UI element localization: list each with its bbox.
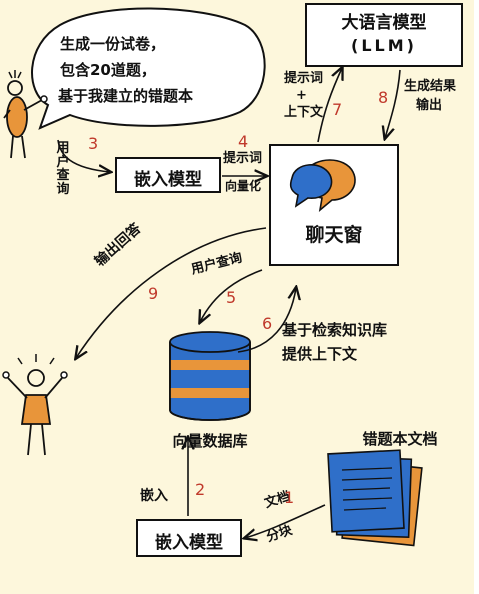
- arrow-step-5: [200, 269, 263, 322]
- document-stack: [327, 449, 423, 547]
- step-number-6: 6: [262, 314, 273, 333]
- label-prompt-plus-1: 提示词: [284, 71, 324, 86]
- llm-box: [305, 3, 463, 67]
- label-vectorize: 向量化: [225, 179, 262, 193]
- step-number-9: 9: [148, 284, 159, 303]
- step-number-7: 7: [332, 100, 343, 119]
- speech-bubble: [31, 7, 266, 130]
- vector-db-label: 向量数据库: [172, 432, 248, 450]
- user-figure-bottom: [2, 354, 68, 456]
- arrow-step-1: [245, 504, 326, 538]
- label-embed: 嵌入: [140, 488, 168, 504]
- speech-line-1: 生成一份试卷，: [60, 35, 166, 53]
- embed-model-bottom-box: [136, 519, 242, 557]
- step-number-2: 2: [195, 480, 206, 499]
- step-number-3: 3: [88, 134, 99, 153]
- arrow-step-8: [385, 69, 401, 138]
- speech-line-3: 基于我建立的错题本: [58, 87, 194, 105]
- step-number-8: 8: [378, 88, 389, 107]
- label-retrieval-1: 基于检索知识库: [282, 321, 388, 339]
- label-prompt-plus-3: 上下文: [284, 105, 324, 120]
- arrow-step-3: [57, 139, 110, 172]
- label-user-query-vertical: 用户查询: [56, 141, 70, 197]
- chat-bubbles-icon: [289, 159, 356, 212]
- llm-subtitle: (LLM): [351, 36, 417, 55]
- doc-title: 错题本文档: [362, 430, 438, 448]
- speech-line-2: 包含20道题，: [60, 61, 156, 79]
- user-figure-top: [3, 70, 48, 159]
- arrow-step-7: [317, 68, 342, 143]
- label-generate-output-1: 生成结果: [404, 79, 457, 94]
- llm-title: 大语言模型: [341, 13, 427, 33]
- chat-window-label: 聊天窗: [305, 224, 363, 246]
- step-number-1: 1: [284, 488, 295, 507]
- label-generate-output-2: 输出: [416, 98, 443, 113]
- label-prompt-word: 提示词: [223, 151, 263, 166]
- embed-model-top-label: 嵌入模型: [134, 170, 202, 190]
- step-number-4: 4: [238, 132, 249, 151]
- embed-model-top-box: [115, 157, 221, 193]
- vector-db-cylinder: [169, 331, 251, 421]
- arrow-step-6: [237, 288, 296, 353]
- label-prompt-plus-2: +: [296, 88, 307, 103]
- label-retrieval-2: 提供上下文: [282, 345, 358, 363]
- arrow-step-9: [76, 227, 267, 358]
- step-number-5: 5: [226, 288, 237, 307]
- embed-model-bottom-label: 嵌入模型: [155, 533, 223, 553]
